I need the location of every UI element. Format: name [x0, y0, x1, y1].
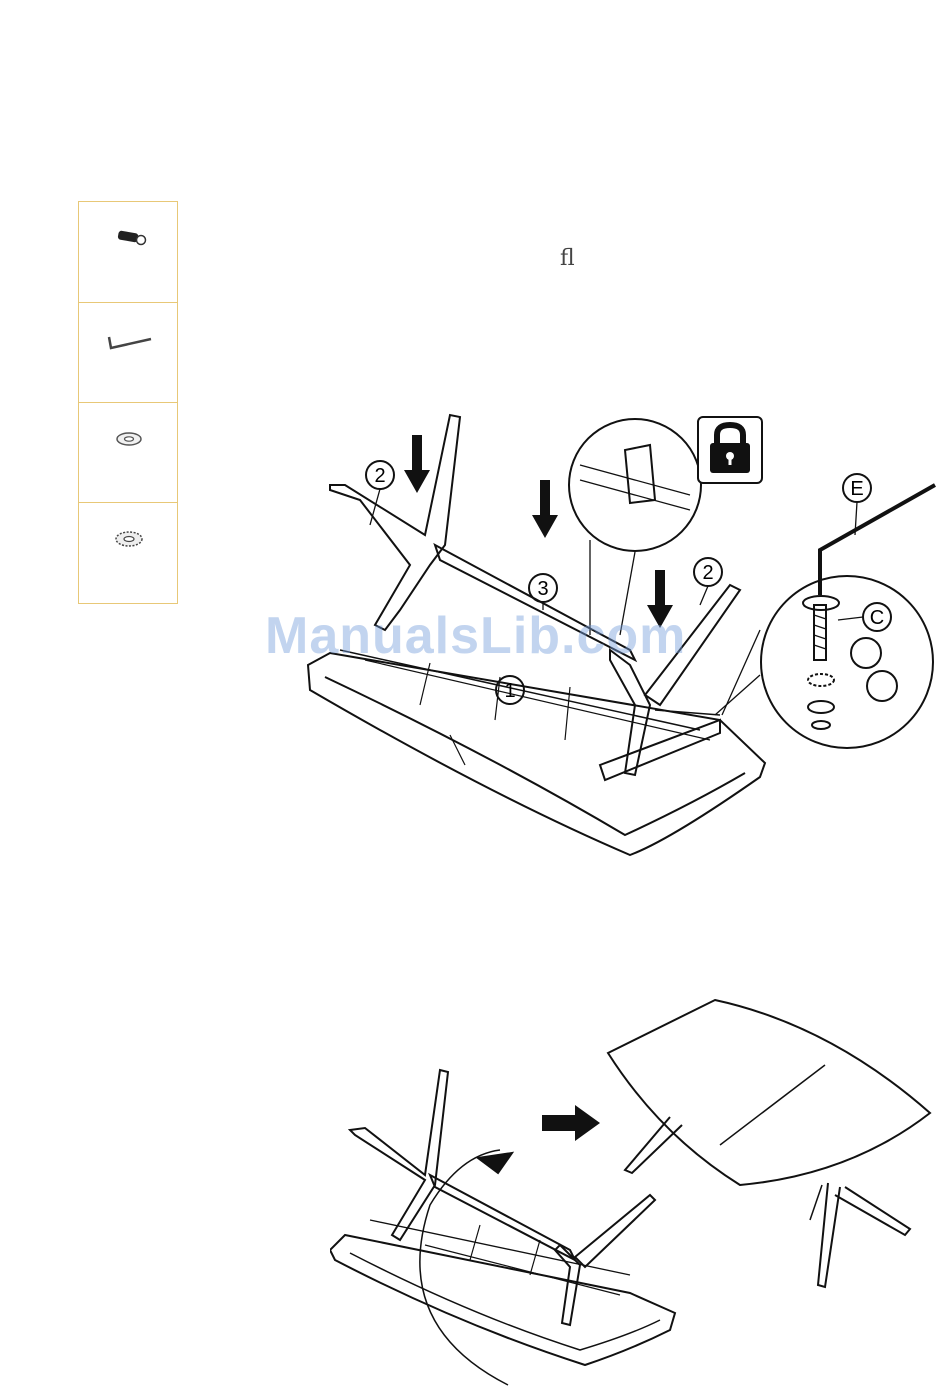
allen-key — [820, 485, 935, 595]
bracket-detail — [569, 419, 701, 551]
padlock-icon — [698, 417, 762, 483]
allen-key-icon — [79, 302, 179, 402]
arrow-down-icon — [532, 480, 558, 538]
callout-key: E — [850, 478, 863, 500]
upright-table — [608, 1000, 930, 1185]
lock-washer-icon — [79, 502, 179, 602]
callout-beam: 3 — [537, 578, 548, 600]
inverted-table — [330, 1235, 675, 1365]
callout-leg-left: 2 — [374, 465, 385, 487]
table-top — [308, 653, 765, 855]
header-glyph: fl — [560, 246, 575, 271]
callout-leg-right: 2 — [702, 562, 713, 584]
part-bolt — [79, 202, 177, 303]
arrow-right-icon — [542, 1105, 600, 1141]
bolt-icon — [79, 202, 179, 302]
part-allen-key — [79, 302, 177, 403]
left-leg — [330, 415, 460, 630]
callout-bolt: C — [870, 607, 884, 629]
arrow-down-icon — [404, 435, 430, 493]
flat-washer-icon — [79, 402, 179, 502]
step2-illustration — [330, 995, 940, 1387]
callout-top: 1 — [504, 680, 515, 702]
part-lock-washer — [79, 502, 177, 602]
watermark: ManualsLib.com — [265, 606, 686, 666]
part-flat-washer — [79, 402, 177, 503]
bolt-detail — [761, 576, 933, 748]
right-leg — [610, 650, 650, 775]
parts-list — [78, 201, 178, 604]
